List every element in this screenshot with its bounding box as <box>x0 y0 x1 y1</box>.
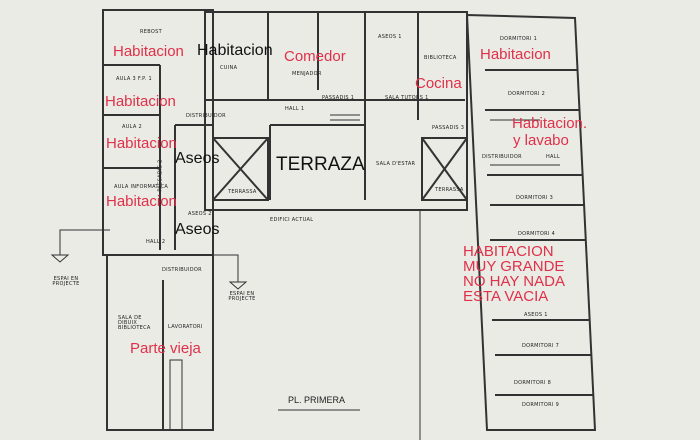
annotation-line: HABITACION <box>463 243 554 260</box>
room-label: HALL <box>546 154 560 160</box>
room-label: SALA D'ESTAR <box>376 161 416 167</box>
central-block-wall <box>204 11 468 211</box>
room-label: AULA 3 F.P. 1 <box>116 76 152 82</box>
annotation-habitacion-lavabo: Habitacion. <box>512 115 588 132</box>
room-label: DISTRIBUIDOR <box>162 267 202 273</box>
annotation-habitacion: Habitacion <box>480 46 551 63</box>
room-label: DORMITORI 7 <box>522 343 560 349</box>
annotation-line: NO HAY NADA <box>463 273 565 290</box>
room-label: SALA DE DIBUIX BIBLIOTECA <box>118 315 151 331</box>
annotation-habitacion-lavabo: y lavabo <box>513 132 569 149</box>
room-label: PASSADIS 2 <box>157 159 164 192</box>
annotation-parte-vieja: Parte vieja <box>130 340 201 357</box>
right-wing-wall <box>465 13 597 431</box>
room-label: PASSADIS 1 <box>322 95 355 101</box>
room-label: DISTRIBUIDOR <box>186 113 226 119</box>
room-label: DISTRIBUIDOR <box>482 154 522 160</box>
room-label: DORMITORI 4 <box>518 231 556 237</box>
annotation-comedor: Comedor <box>284 48 346 65</box>
old-part-wall <box>106 254 214 431</box>
room-label: BIBLIOTECA <box>424 55 457 61</box>
room-label: TERRASSA <box>435 187 464 193</box>
room-label: SALA TUTORS 1 <box>385 95 429 101</box>
room-label: REBOST <box>140 29 162 35</box>
annotation-habitacion: Habitacion <box>105 93 176 110</box>
room-label: DORMITORI 1 <box>500 36 538 42</box>
room-label: ASEOS 1 <box>524 312 548 318</box>
room-label: ASEOS 2 <box>188 211 212 217</box>
room-label: LAVORATORI <box>168 324 203 330</box>
annotation-aseos: Aseos <box>175 221 220 238</box>
annotation-aseos: Aseos <box>175 150 220 167</box>
plan-title: PL. PRIMERA <box>288 395 346 405</box>
room-label: TERRASSA <box>228 189 257 195</box>
room-label: CUINA <box>220 65 238 71</box>
annotation-habitacion: Habitacion <box>106 193 177 210</box>
annotation-terraza: TERRAZA <box>276 154 365 175</box>
annotation-cocina: Cocina <box>415 75 462 92</box>
annotation-habitacion: Habitacion <box>113 43 184 60</box>
room-label: HALL 2 <box>146 239 166 245</box>
room-label: DORMITORI 9 <box>522 402 560 408</box>
room-label: AULA 2 <box>122 124 142 130</box>
annotation-line: ESTA VACIA <box>463 288 549 305</box>
room-label: PASSADIS 3 <box>432 125 465 131</box>
room-label: ESPAI EN PROJECTE <box>52 276 80 287</box>
annotation-habitacion: Habitacion <box>106 135 177 152</box>
room-label: AULA INFORMATICA <box>114 184 169 190</box>
annotation-habitacion: Habitacion <box>197 42 273 59</box>
room-label: ESPAI EN PROJECTE <box>228 291 256 302</box>
room-label: DORMITORI 2 <box>508 91 546 97</box>
room-label: DORMITORI 3 <box>516 195 554 201</box>
room-label: HALL 1 <box>285 106 305 112</box>
annotation-large-room: HABITACION MUY GRANDE NO HAY NADA ESTA V… <box>463 244 565 304</box>
annotation-line: MUY GRANDE <box>463 258 565 275</box>
room-label: EDIFICI ACTUAL <box>270 217 314 223</box>
room-label: MENJADOR <box>292 71 322 77</box>
room-label: ASEOS 1 <box>378 34 402 40</box>
room-label: DORMITORI 8 <box>514 380 552 386</box>
